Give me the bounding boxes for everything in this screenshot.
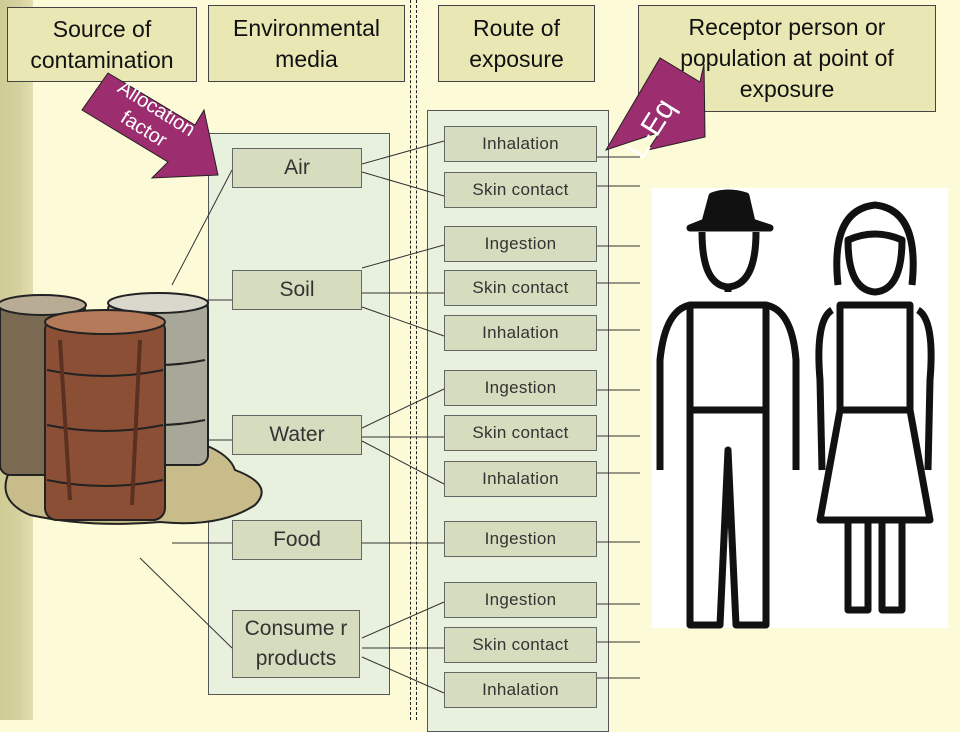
media-air: Air (232, 148, 362, 188)
route-water-skin-contact: Skin contact (444, 415, 597, 451)
route-air-inhalation: Inhalation (444, 126, 597, 162)
route-food-ingestion: Ingestion (444, 521, 597, 557)
route-consumer-skin-contact: Skin contact (444, 627, 597, 663)
header-receptor: Receptor person or population at point o… (638, 5, 936, 112)
route-soil-ingestion: Ingestion (444, 226, 597, 262)
allocation-arrow-shape (81, 72, 219, 179)
header-route-text: Route of exposure (469, 14, 564, 72)
leq-arrow-shape (604, 57, 706, 151)
route-air-skin-contact: Skin contact (444, 172, 597, 208)
media-consumer-products: Consume r products (232, 610, 360, 678)
header-source-text: Source of contamination (30, 15, 174, 73)
header-receptor-text: Receptor person or population at point o… (680, 14, 894, 102)
route-soil-skin-contact: Skin contact (444, 270, 597, 306)
route-consumer-inhalation: Inhalation (444, 672, 597, 708)
man-icon (656, 189, 800, 629)
woman-icon (815, 201, 935, 614)
header-media-text: Environmental media (232, 14, 381, 72)
route-soil-inhalation: Inhalation (444, 315, 597, 351)
connector-lines (139, 140, 640, 694)
route-water-ingestion: Ingestion (444, 370, 597, 406)
barrels-icon (0, 292, 263, 525)
column-divider (410, 0, 417, 720)
header-source: Source of contamination (7, 7, 197, 82)
header-media: Environmental media (208, 5, 405, 82)
route-water-inhalation: Inhalation (444, 461, 597, 497)
header-route: Route of exposure (438, 5, 595, 82)
media-soil: Soil (232, 270, 362, 310)
media-panel (208, 133, 390, 695)
route-consumer-ingestion: Ingestion (444, 582, 597, 618)
media-food: Food (232, 520, 362, 560)
media-water: Water (232, 415, 362, 455)
